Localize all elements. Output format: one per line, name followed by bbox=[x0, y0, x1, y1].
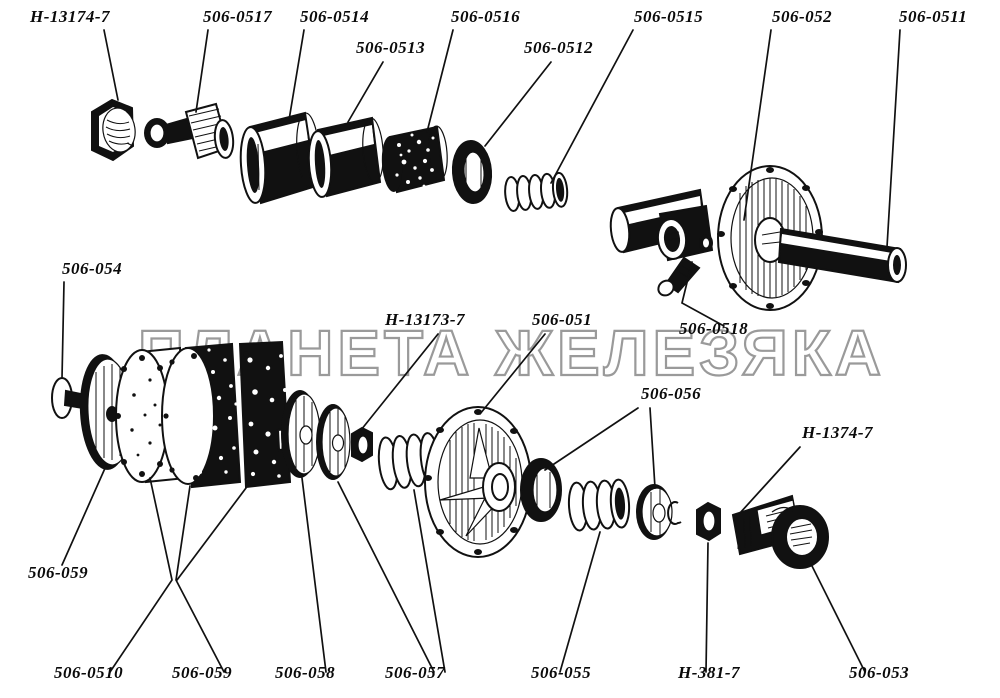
part-washer-506-058 bbox=[281, 390, 321, 478]
part-sleeve-506-0514 bbox=[239, 111, 320, 205]
label-506-055: 506-055 bbox=[531, 663, 591, 682]
part-washer-disc-2 bbox=[316, 404, 351, 480]
label-506-052: 506-052 bbox=[772, 7, 832, 26]
label-n1374-7: Н-1374-7 bbox=[801, 423, 874, 442]
label-n13173-7: Н-13173-7 bbox=[384, 310, 466, 329]
part-clevis-eye-end-n1374-7 bbox=[731, 494, 829, 569]
label-506-0518: 506-0518 bbox=[679, 319, 748, 338]
label-506-058: 506-058 bbox=[275, 663, 335, 682]
label-506-059-b: 506-059 bbox=[172, 663, 232, 682]
part-coil-spring-506-0515 bbox=[504, 171, 569, 212]
label-506-0515: 506-0515 bbox=[634, 7, 703, 26]
part-seal-cup-506-056 bbox=[520, 458, 562, 522]
part-hex-union-nut bbox=[91, 98, 136, 162]
part-washer-right bbox=[636, 484, 673, 540]
label-506-0512: 506-0512 bbox=[524, 38, 593, 57]
label-n381-7: Н-381-7 bbox=[677, 663, 741, 682]
part-split-lock-ring bbox=[667, 501, 682, 525]
label-506-0510: 506-0510 bbox=[54, 663, 123, 682]
label-506-053: 506-053 bbox=[849, 663, 909, 682]
part-tapered-pin-506-0518 bbox=[657, 256, 701, 297]
label-506-056: 506-056 bbox=[641, 384, 701, 403]
part-hex-nut-n13173-7 bbox=[351, 426, 373, 463]
part-eye-bushing-506-053 bbox=[789, 523, 813, 547]
label-n13174-7: Н-13174-7 bbox=[29, 7, 111, 26]
part-drum-center bbox=[161, 342, 242, 489]
part-push-rod-506-0511 bbox=[777, 227, 907, 284]
part-ring-seal-506-0512 bbox=[451, 140, 493, 204]
part-banjo-eyelet-nipple bbox=[144, 102, 235, 160]
label-group-middle: 506-054 Н-13173-7 506-051 506-0518 506-0… bbox=[62, 259, 874, 442]
label-506-051: 506-051 bbox=[532, 310, 592, 329]
label-506-0516: 506-0516 bbox=[451, 7, 520, 26]
part-hex-lock-nut-n381-7 bbox=[696, 501, 721, 542]
label-group-top: Н-13174-7 506-0517 506-0514 506-0513 506… bbox=[29, 7, 967, 57]
label-506-0517: 506-0517 bbox=[203, 7, 273, 26]
label-506-054: 506-054 bbox=[62, 259, 122, 278]
label-506-059-a: 506-059 bbox=[28, 563, 88, 582]
part-valve-housing-506-052 bbox=[609, 165, 823, 311]
label-group-bottom: 506-059 506-0510 506-059 506-058 506-057… bbox=[28, 563, 909, 682]
part-sleeve-506-0513 bbox=[307, 116, 384, 198]
part-packing-bush-506-0516 bbox=[381, 125, 448, 194]
label-506-0514: 506-0514 bbox=[300, 7, 369, 26]
flange-bolt-holes bbox=[717, 167, 823, 309]
label-506-0511: 506-0511 bbox=[899, 7, 967, 26]
leader-lines bbox=[61, 29, 901, 673]
part-spoked-flange-506-051 bbox=[424, 406, 532, 558]
label-506-0513: 506-0513 bbox=[356, 38, 425, 57]
part-outer-spring-506-055 bbox=[567, 478, 631, 532]
label-506-057: 506-057 bbox=[385, 663, 446, 682]
